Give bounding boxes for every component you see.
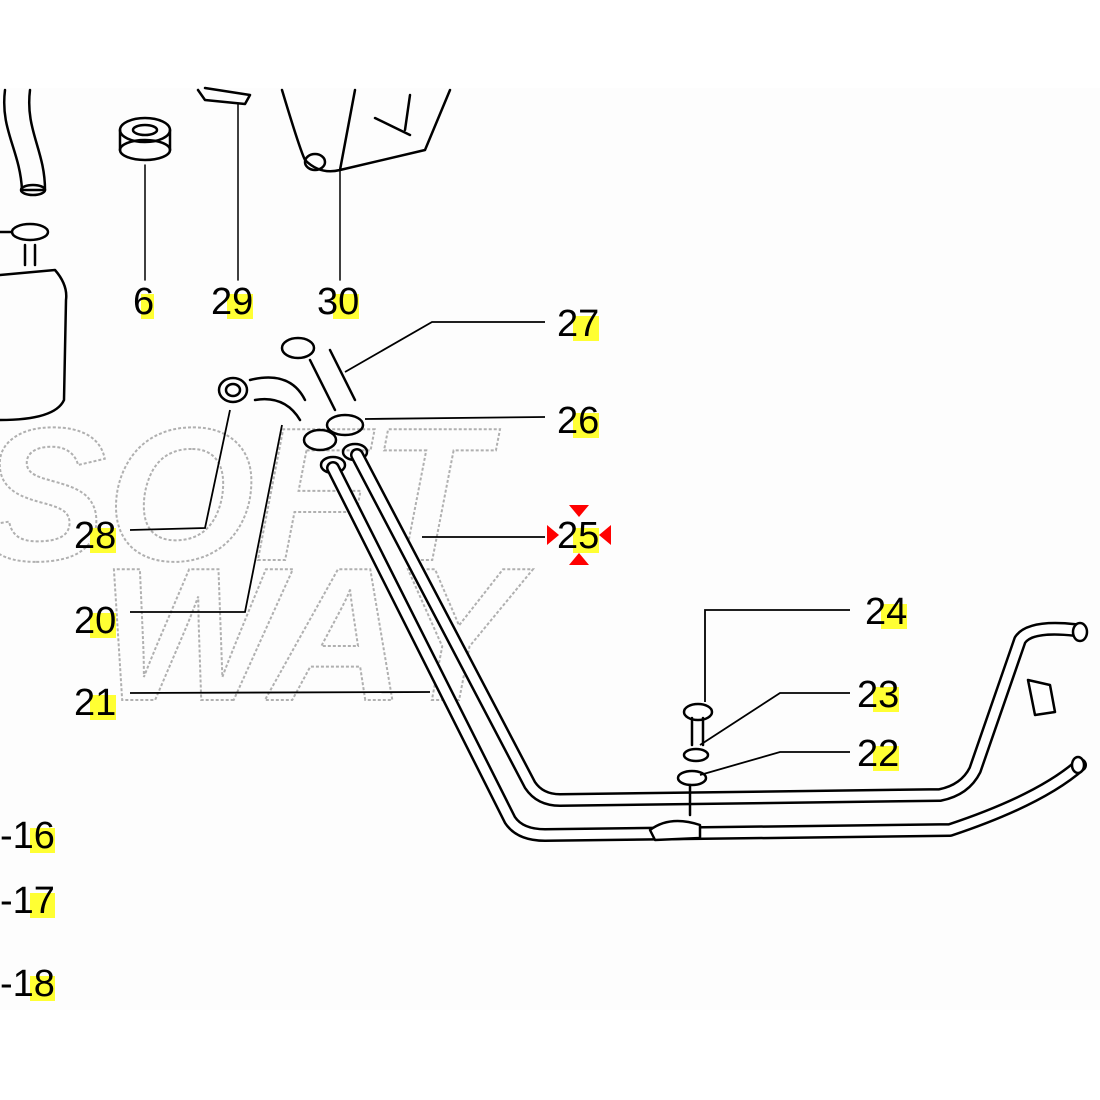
- watermark: SOFT WAY: [0, 388, 535, 742]
- callout-16[interactable]: -16: [0, 817, 55, 855]
- callout-label: 27: [557, 303, 600, 345]
- callout-label: 6: [133, 281, 155, 323]
- callout-label: 29: [211, 281, 254, 323]
- callout-27[interactable]: 27: [557, 303, 600, 345]
- callout-label: 28: [74, 515, 117, 557]
- callout-29[interactable]: 29: [211, 281, 254, 323]
- callout-30[interactable]: 30: [317, 281, 360, 323]
- reservoir-part: [0, 268, 68, 422]
- callout-20[interactable]: 20: [74, 600, 117, 642]
- pipe-fittings: [217, 336, 369, 475]
- callout-label: 24: [865, 591, 908, 633]
- bracket-part: [280, 88, 452, 173]
- callout-28[interactable]: 28: [74, 515, 117, 557]
- hose-part: [2, 88, 47, 192]
- callout-26[interactable]: 26: [557, 400, 600, 442]
- callout-23[interactable]: 23: [857, 674, 900, 716]
- callout-label: 22: [857, 733, 900, 775]
- pipe-assembly: [326, 448, 1089, 842]
- callout-22[interactable]: 22: [857, 733, 900, 775]
- callout-label: 26: [557, 400, 600, 442]
- callout-21[interactable]: 21: [74, 682, 117, 724]
- callout-label: -17: [0, 880, 55, 922]
- callout-25[interactable]: 25: [547, 505, 611, 565]
- diagram-frame: [0, 88, 1100, 1010]
- callout-label: 30: [317, 281, 360, 323]
- callout-label: 20: [74, 600, 117, 642]
- callout-18[interactable]: -18: [0, 965, 55, 1003]
- callout-label: 23: [857, 674, 900, 716]
- callout-24[interactable]: 24: [865, 591, 908, 633]
- callout-label: -18: [0, 963, 55, 1005]
- bolt-part: [196, 86, 252, 106]
- callout-17[interactable]: -17: [0, 882, 55, 920]
- callout-label: 25: [557, 515, 600, 557]
- callout-6[interactable]: 6: [133, 281, 155, 323]
- callout-label: 21: [74, 682, 117, 724]
- washer-part: [10, 222, 50, 242]
- leader-lines: [129, 321, 850, 776]
- callout-label: -16: [0, 815, 55, 857]
- watermark-way: WAY: [100, 529, 534, 741]
- grommet-part: [118, 116, 172, 162]
